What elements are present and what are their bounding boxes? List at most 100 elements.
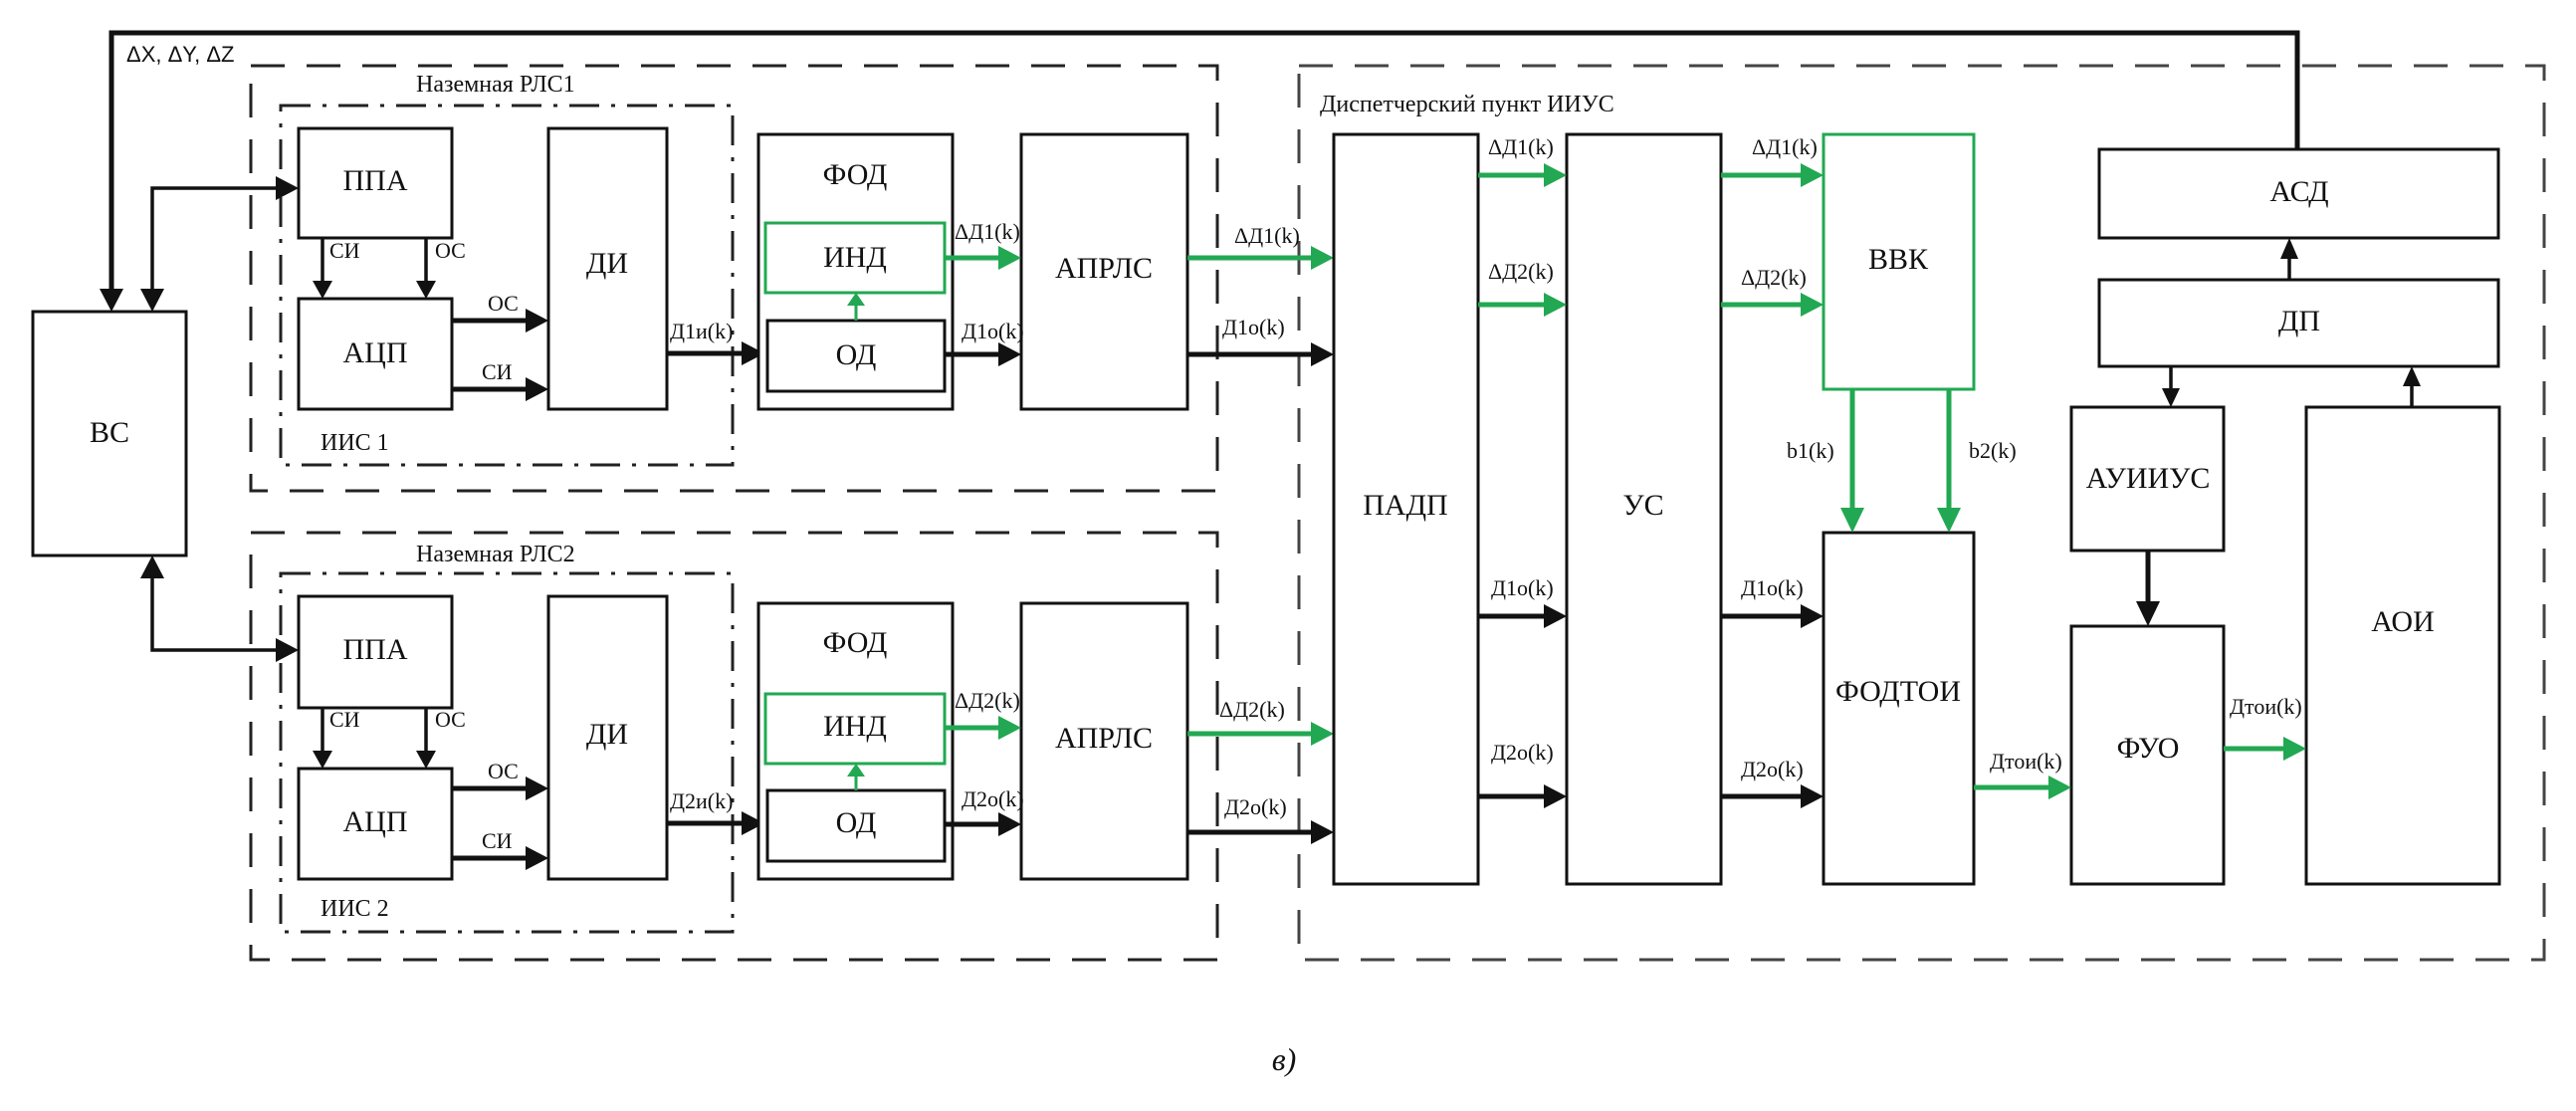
di1-od1-arrowhead [742, 341, 764, 365]
od2-ind2-arrowhead [847, 764, 865, 777]
block-vvk [1822, 132, 1976, 391]
dd2-label: ΔД2(k) [1741, 265, 1807, 290]
aprls2-padp-dd2-arrowhead [1311, 722, 1334, 746]
block-od2 [765, 788, 947, 863]
fuo-aoi-arrowhead [2283, 737, 2306, 761]
block-auiius [2069, 405, 2226, 553]
d2o-label: Д2о(k) [1491, 740, 1554, 765]
fodtoi-fuo-arrowhead [2048, 776, 2071, 799]
ppa2-acp2-si-arrowhead [313, 751, 332, 769]
block-di1-label: ДИ [586, 247, 628, 280]
block-padp [1332, 132, 1480, 886]
dd1-label: ΔД1(k) [1488, 134, 1554, 159]
us-fodtoi-d2o-arrowhead [1801, 784, 1824, 808]
d2i-label: Д2и(k) [670, 788, 733, 813]
dd1-label: ΔД1(k) [1234, 223, 1300, 248]
us-vvk-dd2-arrowhead [1801, 293, 1824, 317]
block-fod2-label: ФОД [823, 626, 888, 659]
block-ind2-label: ИНД [823, 710, 887, 743]
padp-us-dd1-arrowhead [1544, 163, 1567, 187]
ppa2-in-arrowhead [276, 638, 299, 662]
dd2-label: ΔД2(k) [1219, 697, 1285, 722]
block-acp1-label: АЦП [343, 336, 408, 369]
block-ppa2-label: ППА [343, 633, 408, 666]
acp1-di1-os-arrowhead [526, 309, 548, 333]
feedback-line [108, 30, 2300, 299]
block-acp2 [297, 767, 454, 881]
dtoi-label: Дтои(k) [2230, 694, 2302, 719]
aprls1-padp-d1o-arrowhead [1311, 342, 1334, 366]
dp-asd-arrowhead [2280, 238, 2298, 259]
od2-aprls2-arrowhead [998, 812, 1021, 836]
block-acp2-label: АЦП [343, 805, 408, 838]
figure-caption: в) [1272, 1041, 1297, 1077]
vs-ppa2-link [150, 567, 289, 652]
block-od1-label: ОД [836, 338, 877, 371]
block-fod1-label: ФОД [823, 158, 888, 191]
block-od2-label: ОД [836, 806, 877, 839]
d2o-label: Д2о(k) [1224, 794, 1287, 819]
d1o-label: Д1о(k) [962, 319, 1024, 343]
block-ppa2 [297, 594, 454, 710]
d1i-label: Д1и(k) [670, 319, 733, 343]
os-label: ОС [435, 707, 466, 732]
acp1-di1-si-arrowhead [526, 377, 548, 401]
acp2-di2-si-arrowhead [526, 846, 548, 870]
ppa1-acp1-os-arrowhead [416, 281, 436, 299]
block-fuo [2069, 624, 2226, 886]
dispatch-label: Диспетчерский пункт ИИУС [1320, 92, 1614, 117]
dp-auiius-arrowhead [2162, 388, 2180, 407]
os-label: ОС [435, 238, 466, 263]
radar2-frame [249, 531, 1219, 962]
di2-od2-arrowhead [742, 811, 764, 835]
ppa2-acp2-os-arrowhead [416, 751, 436, 769]
block-ppa1-label: ППА [343, 164, 408, 197]
iis2-label: ИИС 2 [321, 896, 389, 922]
vs-ppa2-arrowhead [140, 556, 164, 578]
radar2-label: Наземная РЛС2 [416, 542, 575, 567]
block-ind1-label: ИНД [823, 241, 887, 274]
block-aoi [2304, 405, 2501, 886]
acp2-di2-os-arrowhead [526, 777, 548, 800]
ppa1-acp1-si-arrowhead [313, 281, 332, 299]
block-vvk-label: ВВК [1868, 243, 1929, 276]
d1o-label: Д1о(k) [1741, 575, 1804, 600]
vvk-fodtoi-b2-arrowhead [1937, 508, 1961, 533]
od1-ind1-arrowhead [847, 293, 865, 306]
block-di2-label: ДИ [586, 718, 628, 751]
ind1-aprls1-arrowhead [998, 246, 1021, 270]
dtoi-label: Дтои(k) [1990, 749, 2062, 774]
block-padp-label: ПАДП [1363, 489, 1447, 522]
block-us [1565, 132, 1723, 886]
d1o-label: Д1о(k) [1491, 575, 1554, 600]
padp-us-dd2-arrowhead [1544, 293, 1567, 317]
d2o-label: Д2о(k) [1741, 757, 1804, 781]
block-asd-label: АСД [2269, 175, 2328, 208]
dd2-label: ΔД2(k) [955, 688, 1020, 713]
auiius-fuo-arrowhead [2136, 601, 2160, 626]
block-aoi-label: АОИ [2371, 605, 2435, 638]
b1-label: b1(k) [1787, 438, 1834, 463]
dispatch-frame [1297, 64, 2546, 962]
block-vs-label: ВС [90, 416, 129, 449]
padp-us-d2o-arrowhead [1544, 784, 1567, 808]
vs-ppa1-arrowhead [140, 289, 164, 312]
block-vs [31, 310, 188, 557]
block-aprls1-label: АПРЛС [1055, 252, 1153, 285]
block-aprls2 [1019, 601, 1189, 881]
vs-ppa1-link [150, 186, 289, 299]
od1-aprls1-arrowhead [998, 342, 1021, 366]
aoi-dp-arrowhead [2403, 366, 2421, 386]
d2o-label: Д2о(k) [962, 786, 1024, 811]
radar1-frame [249, 64, 1219, 493]
vvk-fodtoi-b1-arrowhead [1840, 508, 1864, 533]
block-ppa1 [297, 126, 454, 240]
d1o-label: Д1о(k) [1222, 315, 1285, 339]
si-label: СИ [329, 707, 360, 732]
dd2-label: ΔД2(k) [1488, 259, 1554, 284]
os-label: ОС [488, 759, 519, 783]
si-label: СИ [482, 828, 513, 853]
si-label: СИ [329, 238, 360, 263]
block-asd [2097, 147, 2500, 240]
block-aprls1 [1019, 132, 1189, 411]
